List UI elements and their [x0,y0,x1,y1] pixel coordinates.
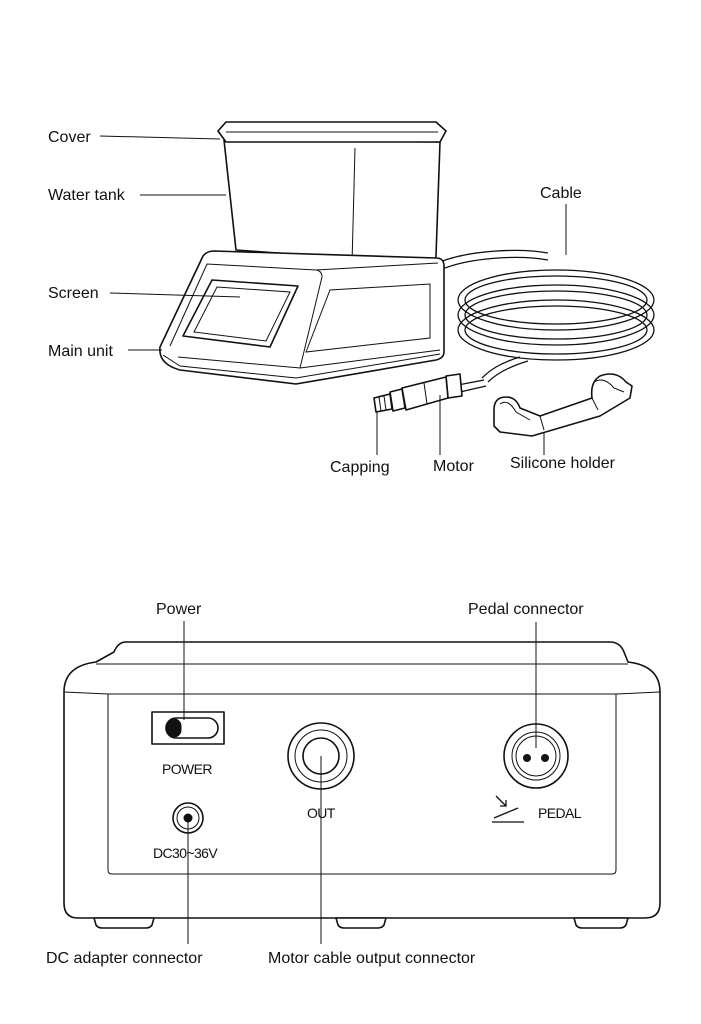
rear-housing [63,641,661,919]
label-screen: Screen [48,285,99,302]
motor-handpiece [373,373,487,413]
label-motor-cable-output-connector: Motor cable output connector [268,950,476,967]
pedal-connector-label: PEDAL [538,805,582,821]
cable-coil [439,249,655,383]
label-cable: Cable [540,185,582,202]
pedal-icon [492,795,524,823]
label-main-unit: Main unit [48,343,113,360]
out-connector-label: OUT [307,805,336,821]
label-power: Power [156,601,202,618]
label-capping: Capping [330,459,390,476]
device-front-view: Cover Water tank Screen Main unit Cable … [48,121,655,476]
label-water-tank: Water tank [48,187,126,204]
power-switch-label: POWER [162,761,212,777]
cover-leader [99,135,221,140]
main-unit [159,250,445,385]
power-switch[interactable] [151,711,225,745]
label-motor: Motor [433,458,475,475]
screen-leader [109,292,241,298]
foot-center [335,917,387,929]
label-dc-adapter-connector: DC adapter connector [46,950,203,967]
silicone-holder [493,373,633,437]
water-tank [223,139,441,267]
label-silicone-holder: Silicone holder [510,455,616,472]
foot-left [93,917,155,929]
device-rear-view: POWER DC30~36V OUT PEDAL [46,601,661,967]
dc-jack-label: DC30~36V [153,845,218,861]
pedal-connector[interactable] [503,723,569,789]
label-pedal-connector: Pedal connector [468,601,584,618]
cover [217,121,447,143]
label-cover: Cover [48,129,91,146]
foot-right [573,917,629,929]
